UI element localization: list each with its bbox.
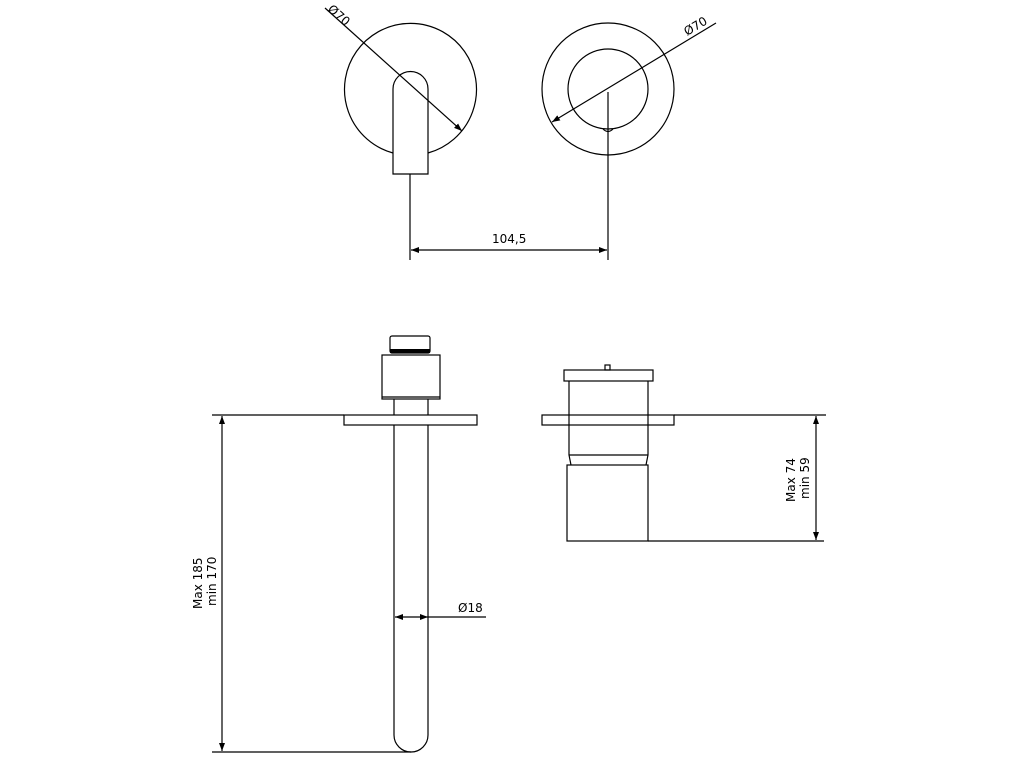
valve-cap [563, 369, 654, 382]
center-distance-label: 104,5 [492, 232, 526, 246]
valve-depth-max-label: Max 74 [784, 458, 798, 502]
spout-pipe [393, 399, 429, 753]
spout-length-min-label: min 170 [205, 557, 219, 606]
valve-body-lower [566, 464, 649, 542]
front-view-handle: Ø70 [324, 2, 478, 260]
handle-diameter-line [324, 7, 463, 132]
valve-depth-min-label: min 59 [798, 457, 812, 499]
front-view-valve: Ø70 [541, 14, 717, 260]
handle-plate [343, 22, 478, 154]
spout-cap-thread [390, 349, 430, 353]
side-view-spout: Max 185 min 170 Ø18 [191, 335, 486, 753]
valve-body-upper [568, 381, 649, 466]
spout-length-max-label: Max 185 [191, 557, 205, 609]
valve-wall-plate [541, 414, 675, 426]
handle-diameter-label: Ø70 [325, 2, 353, 29]
valve-indicator-pin [604, 364, 611, 371]
side-view-valve: Max 74 min 59 [541, 364, 826, 542]
spout-body [381, 354, 441, 400]
valve-diameter-line [551, 22, 717, 123]
spout-diameter-label: Ø18 [458, 601, 483, 615]
handle-lever [392, 70, 429, 175]
spout-wall-plate [343, 414, 478, 426]
